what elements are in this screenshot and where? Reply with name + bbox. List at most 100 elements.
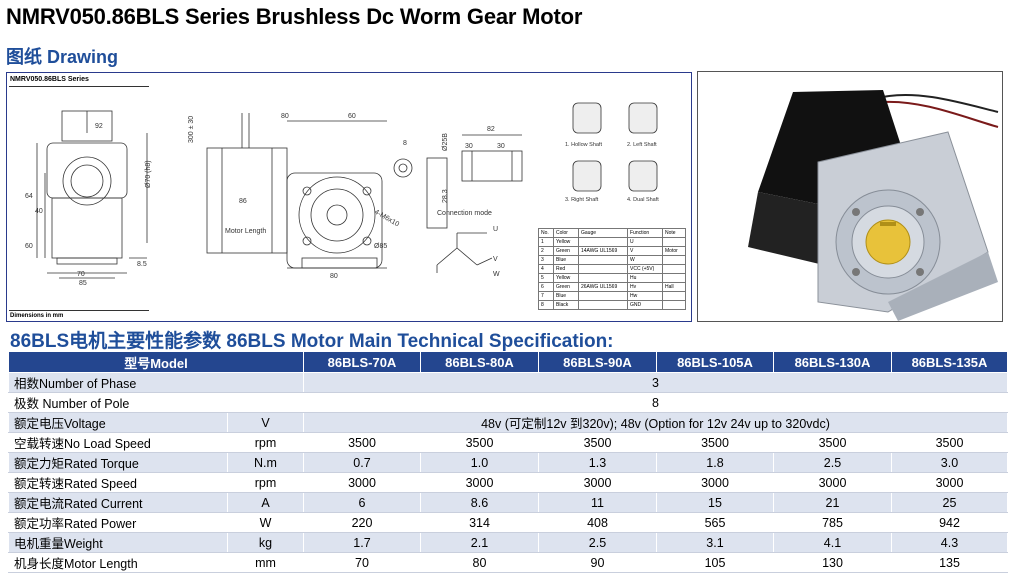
wire-cell: U <box>627 237 663 247</box>
param-value: 220 <box>303 512 421 533</box>
wire-cell <box>662 291 686 301</box>
param-name: 机身长度Motor Length <box>8 552 228 573</box>
wire-cell <box>662 255 686 265</box>
shaft-label-1: 1. Hollow Shaft <box>565 142 602 148</box>
param-value: 0.7 <box>303 452 421 473</box>
dim-30a: 30 <box>465 143 473 150</box>
model-col: 86BLS-130A <box>773 351 892 373</box>
model-col: 86BLS-90A <box>538 351 657 373</box>
param-value: 2.5 <box>773 452 892 473</box>
param-value: 70 <box>303 552 421 573</box>
param-value: 6 <box>303 492 421 513</box>
param-value: 3000 <box>538 472 657 493</box>
param-name: 额定功率Rated Power <box>8 512 228 533</box>
wire-cell <box>578 255 628 265</box>
param-value: 3500 <box>656 432 774 453</box>
wire-cell <box>662 273 686 283</box>
param-value: 1.7 <box>303 532 421 553</box>
wire-cell <box>578 264 628 274</box>
param-value: 8.6 <box>420 492 539 513</box>
wire-cell: Blue <box>553 291 579 301</box>
dim-28-3: 28.3 <box>442 189 449 203</box>
param-value: 2.5 <box>538 532 657 553</box>
dim-80-top: 80 <box>281 113 289 120</box>
model-header: 型号Model <box>8 351 304 373</box>
dim-92: 92 <box>95 123 103 130</box>
shaft-variant-3 <box>572 160 602 192</box>
dim-8: 8 <box>403 140 407 147</box>
param-unit: rpm <box>227 472 304 493</box>
param-value: 942 <box>891 512 1008 533</box>
param-value: 130 <box>773 552 892 573</box>
wire-cell: Green <box>553 246 579 256</box>
wire-cell: Yellow <box>553 237 579 247</box>
drawing-svg: 92 70 85 64 40 60 8.5 Ø70 (h8) 300 ± 30 … <box>25 102 659 287</box>
param-value: 25 <box>891 492 1008 513</box>
model-col: 86BLS-70A <box>303 351 421 373</box>
param-value: 3500 <box>538 432 657 453</box>
param-value-merged: 48v (可定制12v 到320v); 48v (Option for 12v … <box>303 412 1008 433</box>
param-value: 135 <box>891 552 1008 573</box>
wire-cell: Hu <box>627 273 663 283</box>
param-name: 额定转速Rated Speed <box>8 472 228 493</box>
param-unit: V <box>227 412 304 433</box>
wire-cell <box>662 237 686 247</box>
wire-cell: GND <box>627 300 663 310</box>
dim-60-top: 60 <box>348 113 356 120</box>
drawing-heading: 图纸 Drawing <box>6 47 119 67</box>
param-value: 4.1 <box>773 532 892 553</box>
wire-cell: Yellow <box>553 273 579 283</box>
wire-cell <box>662 264 686 274</box>
wire-cell: 26AWG UL1569 <box>578 282 628 292</box>
param-unit: W <box>227 512 304 533</box>
wire-cell: 8 <box>538 300 554 310</box>
wire-cell: VCC (+5V) <box>627 264 663 274</box>
param-unit: A <box>227 492 304 513</box>
param-name: 电机重量Weight <box>8 532 228 553</box>
wire-cell <box>662 300 686 310</box>
dim-30b: 30 <box>497 143 505 150</box>
param-value: 1.3 <box>538 452 657 473</box>
dim-300: 300 ± 30 <box>188 116 195 143</box>
param-name: 空载转速No Load Speed <box>8 432 228 453</box>
dim-m6: 4-M6x10 <box>373 209 400 229</box>
wire-cell: 5 <box>538 273 554 283</box>
param-value: 3000 <box>303 472 421 493</box>
model-col: 86BLS-135A <box>891 351 1008 373</box>
model-col: 86BLS-80A <box>420 351 539 373</box>
dim-80-bottom: 80 <box>330 273 338 280</box>
param-unit: N.m <box>227 452 304 473</box>
param-name: 额定电流Rated Current <box>8 492 228 513</box>
param-value: 3.0 <box>891 452 1008 473</box>
param-name: 相数Number of Phase <box>8 372 304 393</box>
param-value: 4.3 <box>891 532 1008 553</box>
spec-header-row: 型号Model 86BLS-70A 86BLS-80A 86BLS-90A 86… <box>8 351 1008 373</box>
dim-phi85: Ø85 <box>374 243 387 250</box>
wire-cell: 4 <box>538 264 554 274</box>
wire-cell: 1 <box>538 237 554 247</box>
product-photo <box>697 71 1003 322</box>
wire-cell: 6 <box>538 282 554 292</box>
param-value: 2.1 <box>420 532 539 553</box>
param-value: 3000 <box>773 472 892 493</box>
param-value: 1.0 <box>420 452 539 473</box>
dim-phi25: Ø25B <box>442 133 449 151</box>
wire-cell: Green <box>553 282 579 292</box>
shaft-variant-1 <box>572 102 602 134</box>
side-motor <box>206 147 288 254</box>
param-name: 极数 Number of Pole <box>8 392 304 413</box>
technical-drawing: NMRV050.86BLS Series Dimensions in mm <box>6 72 692 322</box>
dim-64: 64 <box>25 193 33 200</box>
param-value: 11 <box>538 492 657 513</box>
dim-60: 60 <box>25 243 33 250</box>
page-title: NMRV050.86BLS Series Brushless Dc Worm G… <box>6 4 583 29</box>
